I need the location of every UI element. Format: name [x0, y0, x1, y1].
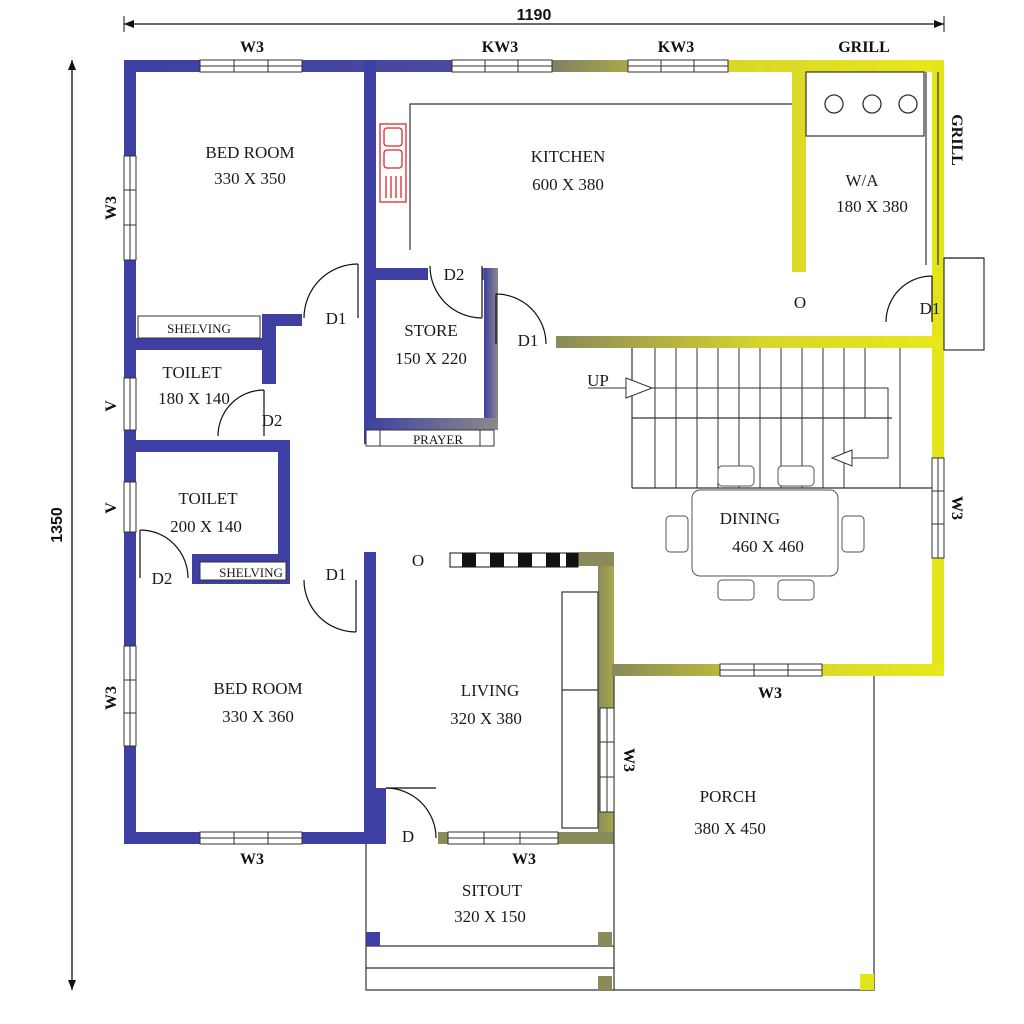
bedroom1-size: 330 X 350: [214, 169, 286, 188]
dining-table: [665, 465, 865, 601]
store-right-wall: [484, 268, 498, 430]
window-label-top-2: KW3: [482, 39, 518, 56]
dining-size: 460 X 460: [732, 537, 804, 556]
sitout-column-right-top: [598, 932, 612, 946]
sitout-column-right-bottom: [598, 976, 612, 990]
window-label-top-3: KW3: [658, 39, 694, 56]
door-label-wa: D1: [920, 299, 941, 318]
window-label-bottom-1: W3: [240, 851, 264, 868]
store-name: STORE: [404, 321, 458, 340]
door-label-toilet2: D2: [152, 569, 173, 588]
toilet2-name: TOILET: [178, 489, 238, 508]
ventilator-label-1: V: [103, 400, 120, 412]
windows: [123, 59, 945, 845]
window-label-left-1: W3: [103, 196, 120, 220]
store-bottom-wall: [364, 418, 498, 430]
window-label-top-1: W3: [240, 39, 264, 56]
shelving-2: [199, 561, 287, 581]
prayer-shelf: [365, 429, 495, 447]
wa-partition-wall: [792, 60, 806, 272]
grill-label-right: GRILL: [948, 114, 965, 166]
window-label-living-right: W3: [620, 748, 637, 772]
store-size: 150 X 220: [395, 349, 467, 368]
interior-outlines: [365, 71, 985, 991]
wa-name: W/A: [845, 171, 879, 190]
door-label-toilet1: D2: [262, 411, 283, 430]
kitchen-dining-wall: [556, 336, 944, 348]
sitout-size: 320 X 150: [454, 907, 526, 926]
top-dimension-line: 1190: [123, 7, 945, 32]
porch-size: 380 X 450: [694, 819, 766, 838]
dining-name: DINING: [720, 509, 780, 528]
doors: [139, 263, 933, 839]
door-label-store: D2: [444, 265, 465, 284]
bedroom1-name: BED ROOM: [205, 143, 294, 162]
door-label-bedroom1: D1: [326, 309, 347, 328]
ventilator-label-2: V: [103, 502, 120, 514]
bedroom2-name: BED ROOM: [213, 679, 302, 698]
grill-label-top: GRILL: [838, 39, 890, 56]
shelving1-label: SHELVING: [167, 321, 231, 336]
window-label-bottom-2: W3: [512, 851, 536, 868]
window-label-dining-bottom: W3: [758, 685, 782, 702]
living-opening-label: O: [412, 551, 424, 570]
store-top-wall-left: [376, 268, 428, 280]
living-top-wall-end: [578, 552, 614, 566]
living-name: LIVING: [461, 681, 520, 700]
toilet1-name: TOILET: [162, 363, 222, 382]
porch-column: [860, 974, 874, 990]
door-label-kitchen: D1: [518, 331, 539, 350]
staircase: [588, 348, 901, 488]
toilet-divider-wall: [124, 440, 290, 452]
shelving-1: [137, 315, 261, 339]
prayer-label: PRAYER: [413, 432, 463, 447]
toilet1-top-wall: [124, 338, 276, 350]
bedroom-kitchen-partition: [364, 60, 376, 444]
stairs-up-label: UP: [587, 371, 609, 390]
sitout-name: SITOUT: [462, 881, 523, 900]
door-label-bedroom2: D1: [326, 565, 347, 584]
left-dimension-line: 1350: [49, 60, 76, 990]
door-label-main: D: [402, 827, 414, 846]
bedroom-living-partition: [364, 552, 376, 844]
decorative-beam: [449, 552, 579, 568]
kitchen-opening-label: O: [794, 293, 806, 312]
stove-burners: [824, 94, 918, 114]
kitchen-sink: [379, 123, 407, 203]
bedroom2-size: 330 X 360: [222, 707, 294, 726]
shelving2-label: SHELVING: [219, 565, 283, 580]
window-label-left-2: W3: [103, 686, 120, 710]
window-label-dining-right: W3: [948, 496, 965, 520]
toilet2-right-wall: [278, 440, 290, 582]
height-dimension-label: 1350: [49, 507, 66, 543]
wa-size: 180 X 380: [836, 197, 908, 216]
living-door-jamb: [376, 788, 386, 844]
toilet2-size: 200 X 140: [170, 517, 242, 536]
width-dimension-label: 1190: [517, 7, 552, 24]
toilet1-size: 180 X 140: [158, 389, 230, 408]
living-size: 320 X 380: [450, 709, 522, 728]
kitchen-size: 600 X 380: [532, 175, 604, 194]
sitout-column-left: [366, 932, 380, 946]
porch-name: PORCH: [700, 787, 757, 806]
kitchen-name: KITCHEN: [531, 147, 606, 166]
